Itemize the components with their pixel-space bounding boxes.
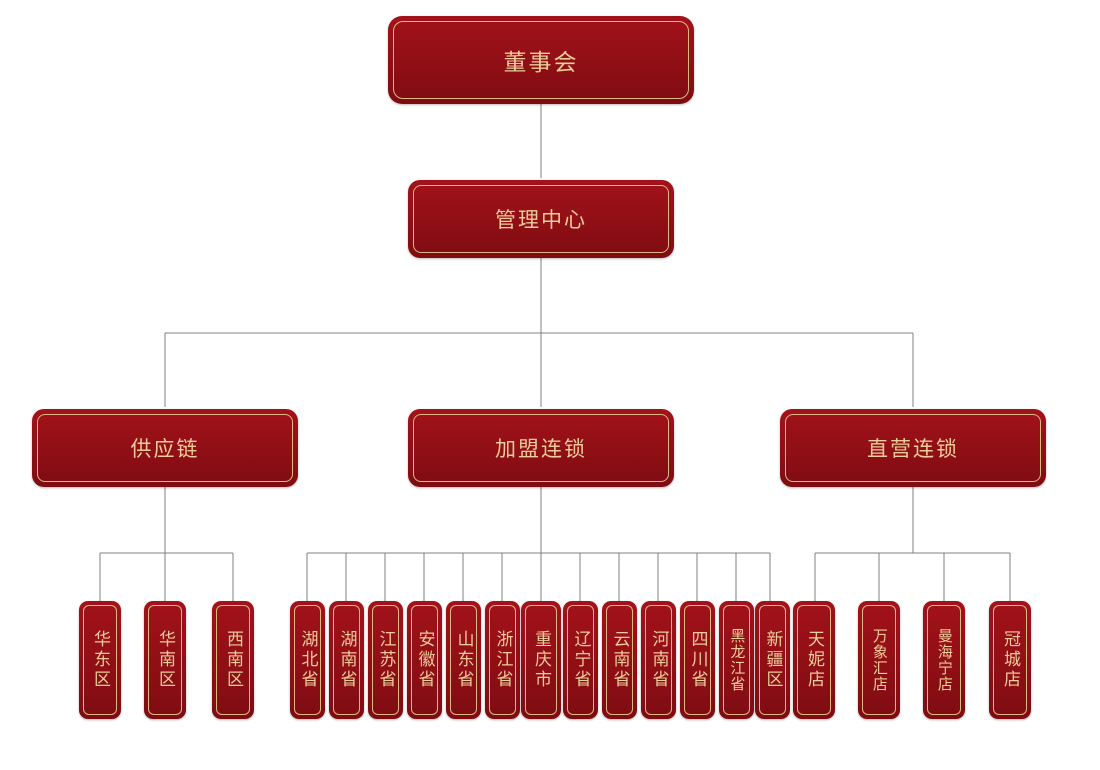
- node-franchise-chain[interactable]: 加盟连锁: [408, 409, 674, 487]
- node-label: 曼海宁店: [935, 628, 953, 692]
- node-label: 直营连锁: [867, 438, 959, 461]
- node-label: 新疆区: [763, 630, 783, 690]
- node-label: 华东区: [91, 630, 111, 690]
- leaf-node-direct-1[interactable]: 天妮店: [793, 601, 835, 719]
- leaf-node-franchise-7[interactable]: 重庆市: [521, 601, 561, 719]
- node-label: 天妮店: [805, 630, 825, 690]
- leaf-node-franchise-9[interactable]: 云南省: [602, 601, 637, 719]
- leaf-node-direct-2[interactable]: 万象汇店: [858, 601, 900, 719]
- node-label: 安徽省: [415, 630, 435, 690]
- leaf-node-direct-4[interactable]: 冠城店: [989, 601, 1031, 719]
- node-label: 江苏省: [376, 630, 396, 690]
- node-label: 冠城店: [1001, 630, 1021, 690]
- leaf-node-franchise-8[interactable]: 辽宁省: [563, 601, 598, 719]
- node-label: 西南区: [224, 630, 244, 690]
- node-label: 河南省: [649, 630, 669, 690]
- node-label: 山东省: [454, 630, 474, 690]
- node-label: 万象汇店: [870, 628, 888, 692]
- node-label: 浙江省: [493, 630, 513, 690]
- leaf-node-supply-2[interactable]: 华南区: [144, 601, 186, 719]
- node-label: 加盟连锁: [495, 438, 587, 461]
- node-label: 供应链: [130, 438, 200, 461]
- node-label: 管理中心: [495, 209, 587, 232]
- node-label: 云南省: [610, 630, 630, 690]
- leaf-node-franchise-2[interactable]: 湖南省: [329, 601, 364, 719]
- leaf-node-franchise-13[interactable]: 新疆区: [755, 601, 790, 719]
- leaf-node-franchise-6[interactable]: 浙江省: [485, 601, 520, 719]
- leaf-node-supply-3[interactable]: 西南区: [212, 601, 254, 719]
- leaf-node-supply-1[interactable]: 华东区: [79, 601, 121, 719]
- node-label: 黑龙江省: [728, 628, 746, 692]
- node-label: 四川省: [688, 630, 708, 690]
- leaf-node-franchise-1[interactable]: 湖北省: [290, 601, 325, 719]
- leaf-node-franchise-12[interactable]: 黑龙江省: [719, 601, 754, 719]
- node-label: 华南区: [156, 630, 176, 690]
- node-label: 重庆市: [532, 630, 552, 690]
- node-board-of-directors[interactable]: 董事会: [388, 16, 694, 104]
- node-direct-chain[interactable]: 直营连锁: [780, 409, 1046, 487]
- leaf-node-franchise-3[interactable]: 江苏省: [368, 601, 403, 719]
- leaf-node-franchise-5[interactable]: 山东省: [446, 601, 481, 719]
- node-management-center[interactable]: 管理中心: [408, 180, 674, 258]
- leaf-node-franchise-11[interactable]: 四川省: [680, 601, 715, 719]
- node-label: 辽宁省: [571, 630, 591, 690]
- node-supply-chain[interactable]: 供应链: [32, 409, 298, 487]
- leaf-node-franchise-4[interactable]: 安徽省: [407, 601, 442, 719]
- leaf-node-direct-3[interactable]: 曼海宁店: [923, 601, 965, 719]
- node-label: 董事会: [503, 49, 579, 75]
- leaf-node-franchise-10[interactable]: 河南省: [641, 601, 676, 719]
- node-label: 湖南省: [337, 630, 357, 690]
- node-label: 湖北省: [298, 630, 318, 690]
